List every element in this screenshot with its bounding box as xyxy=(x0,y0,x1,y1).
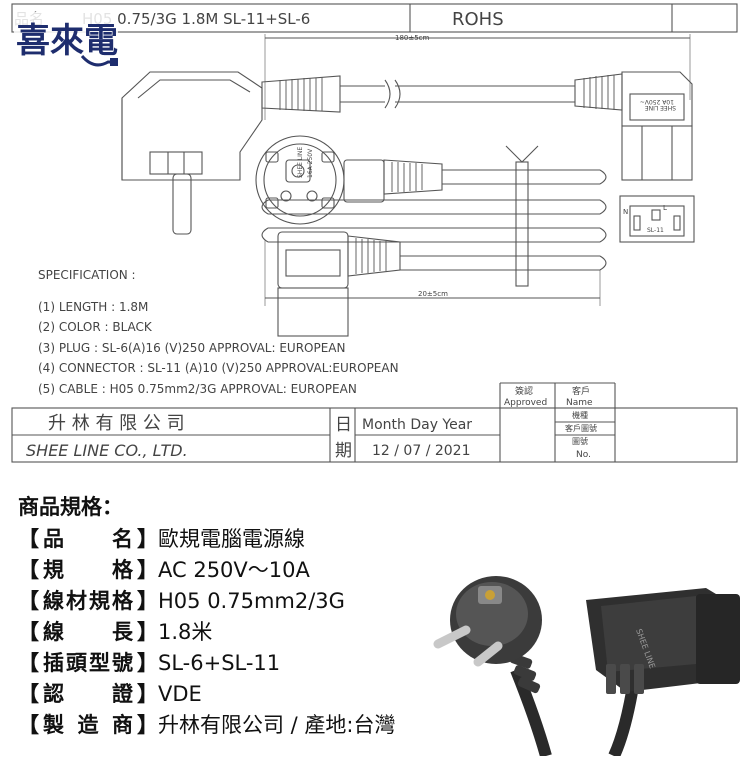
spec-title: SPECIFICATION : xyxy=(38,268,136,282)
spec-row: 【品名】歐規電腦電源線 xyxy=(18,524,478,555)
spec-line: (3) PLUG : SL-6(A)16 (V)250 APPROVAL: EU… xyxy=(38,341,346,355)
date-value: 12 / 07 / 2021 xyxy=(372,443,471,459)
spec-label-char: 證 xyxy=(112,682,133,706)
spec-label-char: 型 xyxy=(89,651,110,675)
spec-row-value: 升林有限公司 / 產地:台灣 xyxy=(158,713,396,737)
spec-line: (4) CONNECTOR : SL-11 (A)10 (V)250 APPRO… xyxy=(38,361,399,375)
spec-label-char: 長 xyxy=(112,620,133,644)
dim-top-label: 180±5cm xyxy=(395,34,430,42)
spec-row-value: VDE xyxy=(158,682,202,706)
spec-label-char: 品 xyxy=(43,527,64,551)
company-name-en: SHEE LINE CO., LTD. xyxy=(26,441,188,460)
approved-cn: 簽認 xyxy=(515,385,533,397)
spec-label-char: 材 xyxy=(66,589,87,613)
dim-bottom-label: 20±5cm xyxy=(418,290,448,298)
customer-en: Name xyxy=(566,398,593,408)
spec-label-char: 名 xyxy=(112,527,133,551)
drawing-no-cn: 圖號 xyxy=(572,436,588,446)
rohs-mark: ROHS xyxy=(452,9,504,30)
spec-label-char: 規 xyxy=(43,558,64,582)
spec-row-label: 【插頭型號】 xyxy=(18,648,158,679)
spec-row-value: 歐規電腦電源線 xyxy=(158,527,305,551)
spec-line: (2) COLOR : BLACK xyxy=(38,320,153,334)
spec-line: (5) CABLE : H05 0.75mm2/3G APPROVAL: EUR… xyxy=(38,382,357,396)
spec-label-char: 線 xyxy=(43,620,64,644)
product-drawing: 品名 H05 0.75/3G 1.8M SL-11+SL-6 ROHS 180±… xyxy=(11,3,738,463)
spec-row: 【線長】1.8米 xyxy=(18,617,478,648)
spec-rows: 【品名】歐規電腦電源線【規格】AC 250V～10A【線材規格】H05 0.75… xyxy=(18,524,478,741)
product-spec-list: 商品規格： 【品名】歐規電腦電源線【規格】AC 250V～10A【線材規格】H0… xyxy=(18,492,478,741)
customer-drawing-label: 客戶圖號 xyxy=(565,423,597,433)
spec-label-char: 製 xyxy=(43,713,64,737)
spec-label-char: 商 xyxy=(112,713,133,737)
spec-row-label: 【線材規格】 xyxy=(18,586,158,617)
header-frame xyxy=(11,3,738,33)
spec-label-char: 插 xyxy=(43,651,64,675)
spec-line: (1) LENGTH : 1.8M xyxy=(38,300,148,314)
iec-l-label: L xyxy=(663,204,667,212)
spec-label-char: 格 xyxy=(112,589,133,613)
drawing-svg: 品名 H05 0.75/3G 1.8M SL-11+SL-6 ROHS 180±… xyxy=(11,3,738,463)
model-cn: 機種 xyxy=(572,410,588,420)
spec-heading: 商品規格： xyxy=(18,495,123,519)
spec-row: 【認證】VDE xyxy=(18,679,478,710)
date-label-1: 日 xyxy=(335,415,352,435)
spec-row-value: 1.8米 xyxy=(158,620,213,644)
customer-cn: 客戶 xyxy=(572,385,590,397)
spec-row-value: AC 250V～10A xyxy=(158,558,310,582)
brand-logo: 喜來電 xyxy=(12,8,120,72)
iec-model-label: SL-11 xyxy=(647,227,664,234)
spec-label-char: 號 xyxy=(112,651,133,675)
spec-row-label: 【線長】 xyxy=(18,617,158,648)
spec-row: 【線材規格】H05 0.75mm2/3G xyxy=(18,586,478,617)
spec-label-char: 頭 xyxy=(66,651,87,675)
spec-row-label: 【認證】 xyxy=(18,679,158,710)
drawing-no-en: No. xyxy=(576,450,591,460)
company-name-cn: 升 林 有 限 公 司 xyxy=(48,413,185,434)
spec-label-char: 規 xyxy=(89,589,110,613)
date-label-2: 期 xyxy=(335,441,352,461)
spec-row: 【製造商】升林有限公司 / 產地:台灣 xyxy=(18,710,478,741)
spec-label-char: 線 xyxy=(43,589,64,613)
model-string: H05 0.75/3G 1.8M SL-11+SL-6 xyxy=(82,10,310,28)
spec-label-char: 格 xyxy=(112,558,133,582)
approved-en: Approved xyxy=(504,398,547,408)
spec-row-label: 【規格】 xyxy=(18,555,158,586)
spec-label-char: 認 xyxy=(43,682,64,706)
spec-row-label: 【製造商】 xyxy=(18,710,158,741)
date-header: Month Day Year xyxy=(362,417,472,433)
spec-row-value: SL-6+SL-11 xyxy=(158,651,281,675)
iec-n-label: N xyxy=(623,208,628,216)
plug-rating-text: 16A 250V xyxy=(307,148,314,178)
spec-row-label: 【品名】 xyxy=(18,524,158,555)
plug-brand-text: SHEE LINE xyxy=(297,147,304,178)
spec-label-char: 造 xyxy=(77,713,99,737)
logo-text: 喜來電 xyxy=(16,21,118,61)
spec-row-value: H05 0.75mm2/3G xyxy=(158,589,345,613)
product-photo: SHEE LINE xyxy=(426,560,756,759)
connector-brand-text: SHEE LINE xyxy=(645,104,676,111)
spec-row: 【規格】AC 250V～10A xyxy=(18,555,478,586)
connector-rating-text: 10A 250V~ xyxy=(640,98,674,105)
spec-row: 【插頭型號】SL-6+SL-11 xyxy=(18,648,478,679)
